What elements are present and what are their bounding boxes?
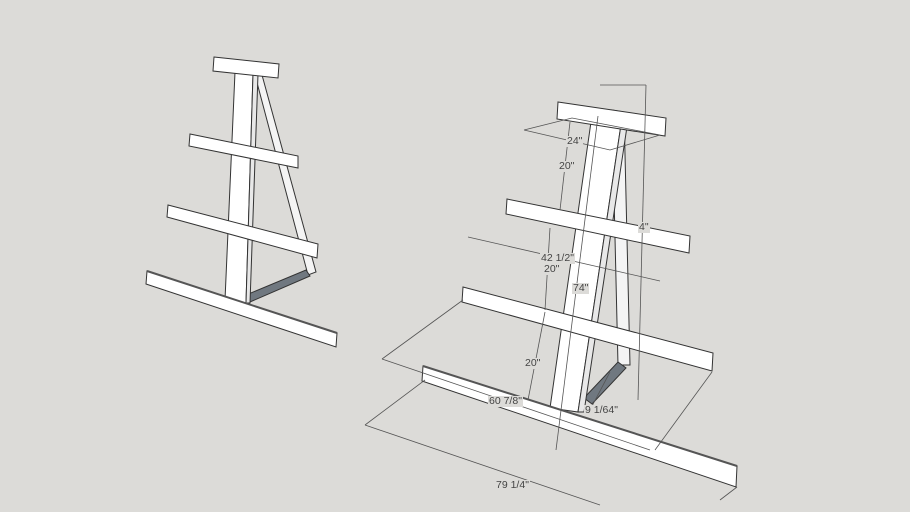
dimension-lines [364, 84, 738, 506]
dim-base-inner: 60 7/8" [488, 395, 523, 407]
dim-brace-width: 9 1/64" [584, 404, 619, 416]
dim-base-length: 79 1/4" [495, 479, 530, 491]
dim-hidden-partial: 4" [638, 221, 650, 233]
left-rack [145, 56, 338, 348]
dim-middle-gap: 20" [543, 263, 561, 275]
dim-shelf-depth: 42 1/2" [540, 252, 575, 264]
dim-top-gap: 20" [558, 160, 576, 172]
right-rack [421, 101, 738, 488]
dim-top-width: 24" [566, 135, 584, 147]
dim-bottom-gap: 20" [524, 357, 542, 369]
dim-height: 74" [572, 282, 590, 294]
